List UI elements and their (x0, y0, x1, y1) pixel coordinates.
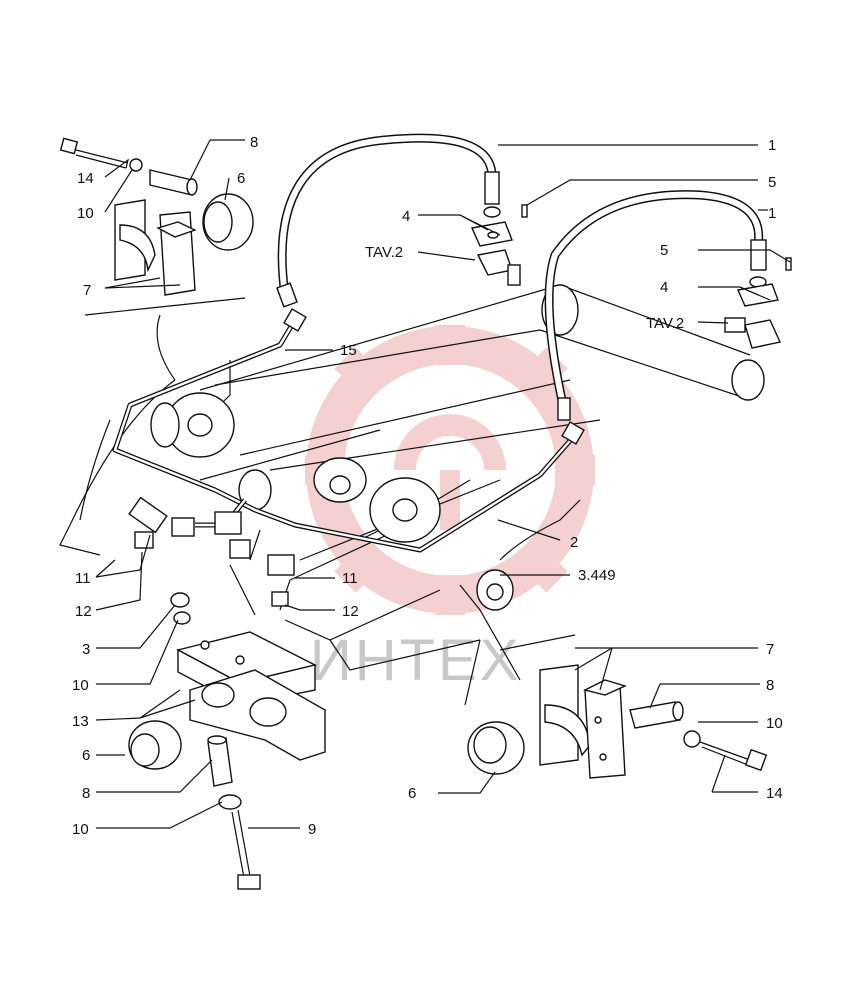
bushing-6-left (128, 720, 182, 770)
callout-10-right: 10 (766, 715, 783, 732)
hose-left (276, 133, 500, 308)
callout-4-left: 4 (402, 208, 410, 225)
callout-8-right: 8 (766, 677, 774, 694)
callout-10-top: 10 (77, 205, 94, 222)
callout-2: 2 (570, 534, 578, 551)
callout-6-right: 6 (408, 785, 416, 802)
callout-11-right: 11 (342, 570, 358, 587)
clamp-block-7-bottom (539, 664, 627, 779)
spacer-8-top (149, 169, 198, 196)
callout-3449: 3.449 (578, 567, 616, 584)
callout-tav2-right: TAV.2 (646, 315, 684, 332)
callout-12-right: 12 (342, 603, 359, 620)
callout-6-top: 6 (237, 170, 245, 187)
boom-pivot-pins (150, 284, 765, 611)
callout-14-right: 14 (766, 785, 783, 802)
callout-7-bottom: 7 (766, 641, 774, 658)
callout-3: 3 (82, 641, 90, 658)
callout-6-left: 6 (82, 747, 90, 764)
clamp-block-7-top (114, 199, 197, 296)
callout-5-right: 5 (660, 242, 668, 259)
boom-arm (59, 284, 751, 706)
callout-10-mid: 10 (72, 677, 89, 694)
spacer-8-right (629, 701, 684, 729)
callout-1-right-hose: 1 (768, 205, 776, 222)
bushing-6-top (202, 193, 254, 251)
callout-labels: 1 1 5 5 4 4 TAV.2 TAV.2 15 2 3.449 8 6 1… (72, 134, 783, 838)
bolt-14-top (59, 137, 129, 169)
callout-11-left: 11 (75, 570, 91, 587)
callout-9: 9 (308, 821, 316, 838)
banjo-fitting-left (470, 204, 528, 286)
washer-10-top (129, 158, 143, 172)
bushing-6-right (467, 721, 525, 775)
banjo-fitting-right (724, 257, 792, 349)
washer-10-low (218, 794, 242, 810)
callout-8-left: 8 (82, 785, 90, 802)
bolt-14-right (699, 741, 768, 772)
callout-8-top: 8 (250, 134, 258, 151)
nut-3 (170, 592, 190, 608)
bolt-9 (231, 809, 261, 890)
callout-10-low: 10 (72, 821, 89, 838)
watermark-text: ИНТЕХ (310, 628, 521, 693)
pipe-fittings (128, 496, 295, 607)
callout-14-top: 14 (77, 170, 94, 187)
rigid-pipes (112, 308, 585, 553)
spacer-8-left (207, 735, 233, 787)
leader-lines (95, 139, 791, 829)
callout-1-left-hose: 1 (768, 137, 776, 154)
callout-4-right: 4 (660, 279, 668, 296)
callout-5-left: 5 (768, 174, 776, 191)
callout-12-left: 12 (75, 603, 92, 620)
callout-15: 15 (340, 342, 357, 359)
callout-tav2-left: TAV.2 (365, 244, 403, 261)
callout-7-top: 7 (83, 282, 91, 299)
washer-10-right (683, 730, 701, 748)
hose-right (544, 190, 767, 421)
callout-13: 13 (72, 713, 89, 730)
clamp-block-13 (176, 631, 326, 761)
